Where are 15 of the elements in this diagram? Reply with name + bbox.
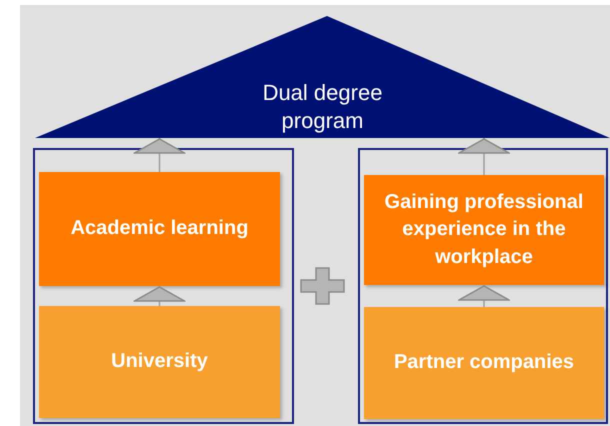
institution-box — [39, 306, 280, 418]
pillar-frame — [358, 148, 608, 424]
institution-box — [364, 307, 604, 419]
up-arrow — [134, 138, 186, 172]
node-label: Partner companies — [394, 350, 574, 376]
up-arrow — [134, 286, 186, 306]
node-label: Academic learning — [70, 216, 248, 242]
node-label: Gaining professional experience in the workplace — [384, 190, 584, 270]
node-label: University — [111, 349, 208, 374]
node-label: Dual degree program — [262, 80, 382, 132]
up-arrow — [458, 138, 510, 175]
activity-box — [39, 172, 280, 286]
up-arrow — [458, 285, 510, 307]
activity-box — [364, 175, 604, 285]
pillar-frame — [33, 148, 294, 424]
